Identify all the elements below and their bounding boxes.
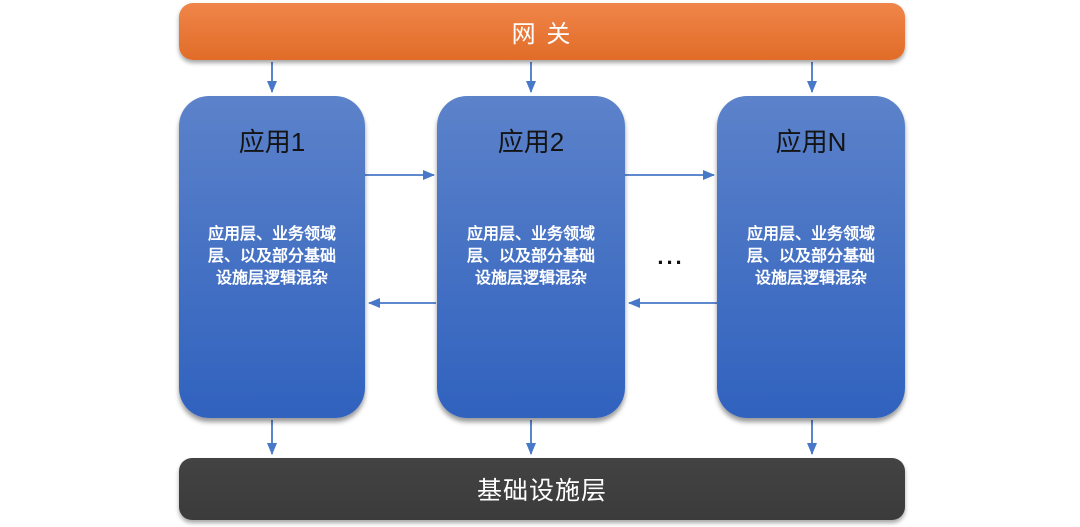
- app-node-n: 应用N 应用层、业务领域 层、以及部分基础 设施层逻辑混杂: [717, 96, 905, 418]
- app-body-n: 应用层、业务领域 层、以及部分基础 设施层逻辑混杂: [717, 224, 905, 290]
- app-body-1: 应用层、业务领域 层、以及部分基础 设施层逻辑混杂: [179, 224, 365, 290]
- gateway-node: 网 关: [179, 3, 905, 60]
- app-title-n: 应用N: [775, 127, 847, 157]
- app-body-line: 设施层逻辑混杂: [474, 270, 587, 287]
- app-body-line: 层、以及部分基础: [746, 248, 875, 265]
- gateway-label: 网 关: [511, 21, 573, 48]
- infrastructure-label: 基础设施层: [476, 477, 607, 505]
- app-body-line: 层、以及部分基础: [466, 248, 595, 265]
- app-body-line: 层、以及部分基础: [207, 248, 336, 265]
- app-body-line: 设施层逻辑混杂: [215, 270, 328, 287]
- app-body-line: 应用层、业务领域: [207, 226, 336, 243]
- more-apps-ellipsis: ...: [657, 244, 685, 269]
- app-node-1: 应用1 应用层、业务领域 层、以及部分基础 设施层逻辑混杂: [179, 96, 365, 418]
- app-title-2: 应用2: [497, 127, 565, 157]
- app-body-line: 设施层逻辑混杂: [754, 270, 867, 287]
- app-node-2: 应用2 应用层、业务领域 层、以及部分基础 设施层逻辑混杂: [437, 96, 625, 418]
- app-body-2: 应用层、业务领域 层、以及部分基础 设施层逻辑混杂: [437, 224, 625, 290]
- infrastructure-node: 基础设施层: [179, 458, 905, 520]
- app-body-line: 应用层、业务领域: [746, 226, 875, 243]
- app-body-line: 应用层、业务领域: [466, 226, 595, 243]
- app-title-1: 应用1: [238, 127, 306, 157]
